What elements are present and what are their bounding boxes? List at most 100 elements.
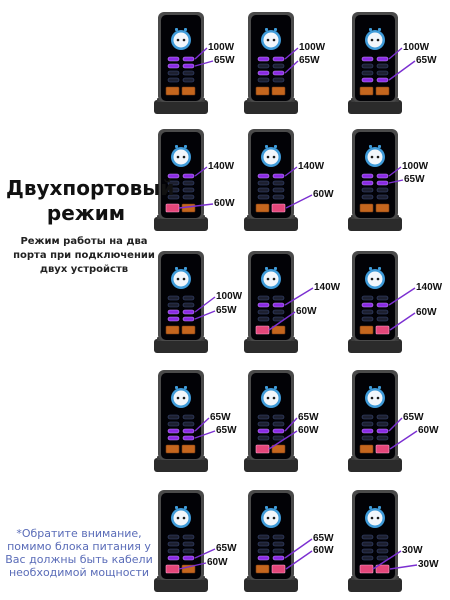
usb-c-port (257, 302, 270, 308)
mascot-eye (182, 516, 186, 520)
charger-base (244, 217, 298, 231)
charger-row2-right (347, 127, 403, 233)
usb-c-port (167, 302, 180, 308)
power-label: 60W (214, 198, 235, 209)
mascot-ear (378, 386, 381, 389)
mascot-face (367, 390, 383, 406)
usb-c-port (376, 414, 389, 420)
mascot-ear (378, 506, 381, 509)
usb-c-port (272, 194, 285, 200)
charger-row3-right (347, 249, 403, 355)
mascot-ear (274, 506, 277, 509)
mascot-eye (376, 396, 380, 400)
usb-c-port (182, 302, 195, 308)
mascot-eye (370, 396, 374, 400)
charger-row2-center (243, 127, 299, 233)
charger-base (348, 578, 402, 592)
usb-c-port (167, 414, 180, 420)
usb-c-port (182, 56, 195, 62)
usb-c-port (257, 194, 270, 200)
power-label: 65W (313, 533, 334, 544)
charger-svg (348, 490, 402, 592)
mascot-face (173, 510, 189, 526)
power-label: 65W (403, 412, 424, 423)
charger-base (154, 339, 208, 353)
usb-c-port (167, 173, 180, 179)
mascot-ear (184, 145, 187, 148)
usb-c-port (257, 180, 270, 186)
usb-a-port (271, 564, 286, 574)
usb-a-port (165, 325, 180, 335)
mascot-eye (182, 38, 186, 42)
usb-c-port (272, 548, 285, 554)
usb-a-port (375, 564, 390, 574)
mascot-ear (369, 506, 372, 509)
usb-c-port (376, 63, 389, 69)
power-label: 60W (296, 306, 317, 317)
mascot-eye (176, 516, 180, 520)
power-label: 140W (314, 282, 341, 293)
usb-c-port (167, 316, 180, 322)
usb-c-port (272, 414, 285, 420)
usb-a-port (181, 325, 196, 335)
usb-c-port (167, 77, 180, 83)
power-label: 65W (216, 305, 237, 316)
charger-row1-right (347, 10, 403, 116)
usb-c-port (272, 70, 285, 76)
mascot-ear (175, 386, 178, 389)
usb-c-port (167, 180, 180, 186)
charger-svg (244, 129, 298, 231)
usb-c-port (272, 295, 285, 301)
usb-c-port (361, 316, 374, 322)
usb-c-port (376, 295, 389, 301)
power-label: 60W (416, 307, 437, 318)
usb-c-port (182, 316, 195, 322)
power-label: 60W (313, 189, 334, 200)
charger-base (348, 339, 402, 353)
mascot-ear (175, 267, 178, 270)
usb-c-port (361, 541, 374, 547)
usb-c-port (257, 541, 270, 547)
charger-base (154, 458, 208, 472)
usb-c-port (272, 56, 285, 62)
usb-a-port (165, 203, 180, 213)
charger-row5-left (153, 488, 209, 594)
mascot-eye (376, 516, 380, 520)
usb-c-port (272, 302, 285, 308)
usb-c-port (182, 548, 195, 554)
mascot-eye (370, 516, 374, 520)
usb-c-port (272, 421, 285, 427)
usb-c-port (167, 548, 180, 554)
usb-c-port (361, 187, 374, 193)
power-label: 100W (403, 42, 430, 53)
usb-c-port (257, 414, 270, 420)
charger-base (244, 578, 298, 592)
usb-a-port (271, 444, 286, 454)
mascot-ear (184, 386, 187, 389)
power-label: 140W (208, 161, 235, 172)
mascot-face (173, 390, 189, 406)
charger-svg (154, 12, 208, 114)
usb-c-port (376, 421, 389, 427)
usb-a-port (255, 325, 270, 335)
mascot-ear (274, 28, 277, 31)
usb-c-port (257, 77, 270, 83)
mascot-eye (266, 277, 270, 281)
charger-svg (244, 251, 298, 353)
usb-c-port (167, 534, 180, 540)
mascot-eye (272, 277, 276, 281)
mascot-ear (369, 28, 372, 31)
charger-row2-left (153, 127, 209, 233)
usb-c-port (361, 63, 374, 69)
charger-svg (348, 12, 402, 114)
usb-c-port (167, 428, 180, 434)
usb-c-port (361, 194, 374, 200)
usb-c-port (272, 77, 285, 83)
charger-svg (244, 490, 298, 592)
mascot-eye (182, 277, 186, 281)
usb-c-port (257, 421, 270, 427)
usb-c-port (167, 555, 180, 561)
usb-a-port (165, 86, 180, 96)
usb-c-port (182, 194, 195, 200)
usb-a-port (181, 203, 196, 213)
